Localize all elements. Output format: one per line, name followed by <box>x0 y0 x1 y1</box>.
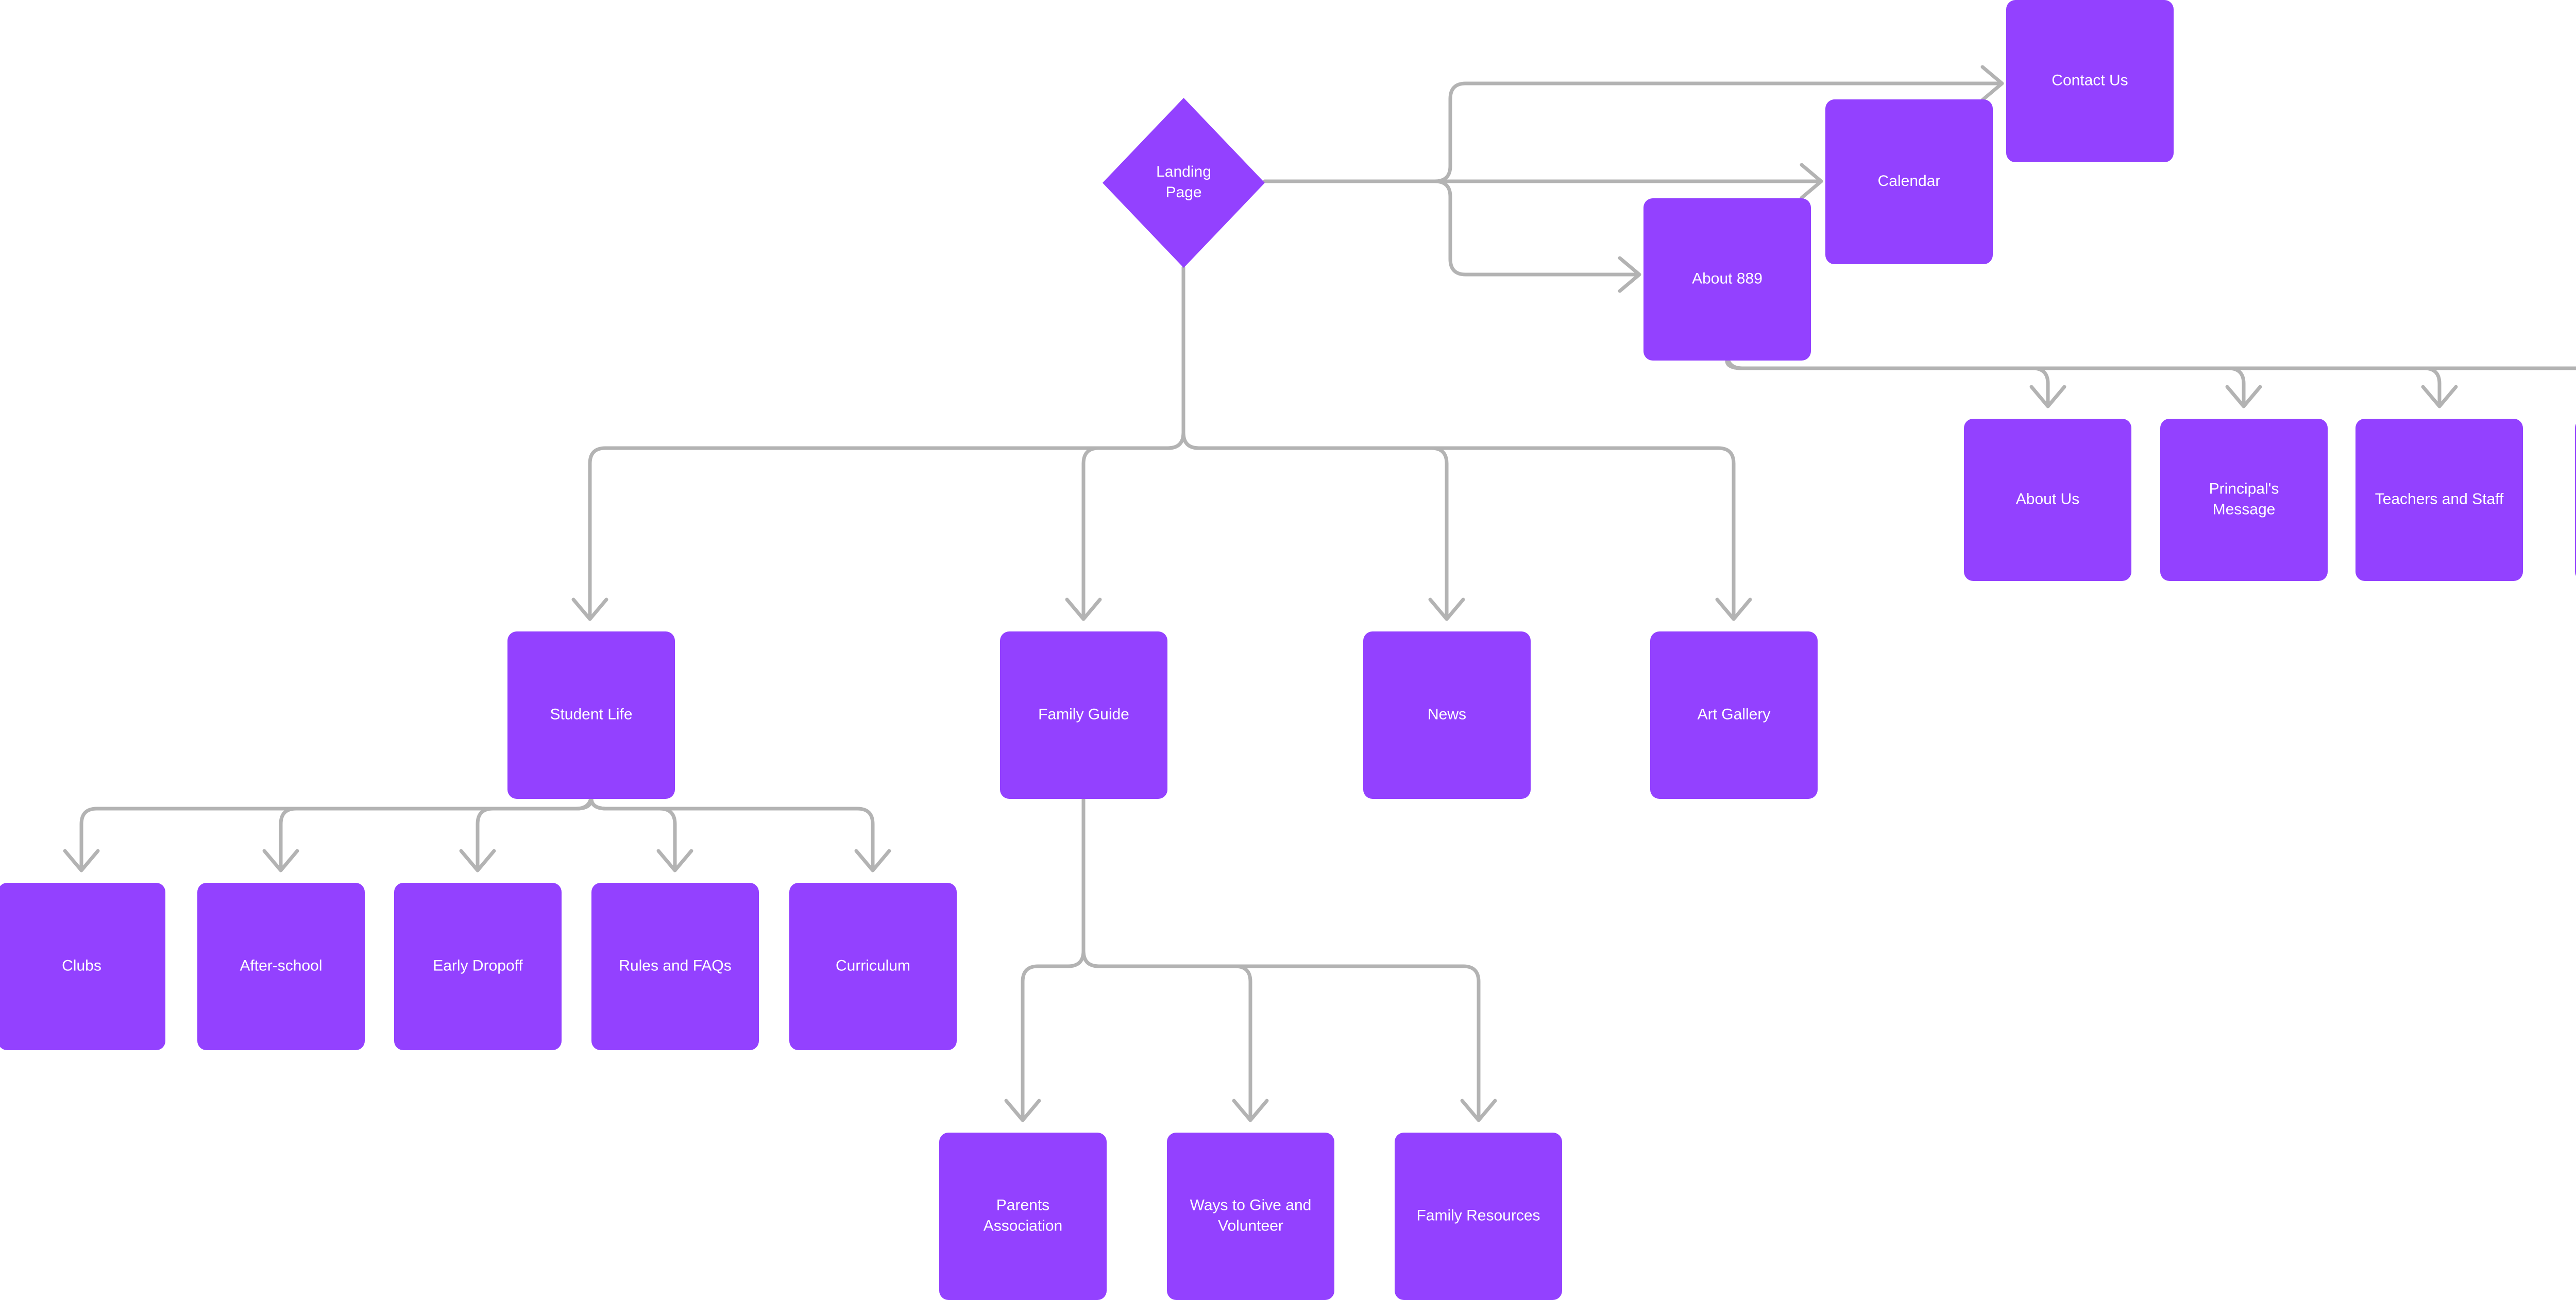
node-after-school[interactable]: After-school <box>197 883 365 1050</box>
arrowhead-icon <box>1980 65 2004 102</box>
node-contact-us[interactable]: Contact Us <box>2006 0 2174 162</box>
node-shape-rect[interactable] <box>507 631 675 799</box>
node-shape-rect[interactable] <box>394 883 562 1050</box>
node-shape-rect[interactable] <box>2006 0 2174 162</box>
connector-line <box>1181 266 1449 618</box>
connector-line <box>589 797 875 869</box>
arrowhead-icon <box>1065 597 1102 621</box>
connector-line <box>1081 797 1252 1119</box>
connector-family-guide-to-parents-association <box>1004 797 1086 1122</box>
node-about-us[interactable]: About Us <box>1964 419 2131 581</box>
connector-about-889-to-about-us <box>1725 351 2066 408</box>
node-news[interactable]: News <box>1363 631 1531 799</box>
node-shape-rect[interactable] <box>1650 631 1818 799</box>
arrowhead-icon <box>1460 1099 1497 1122</box>
node-clubs[interactable]: Clubs <box>0 883 165 1050</box>
node-calendar[interactable]: Calendar <box>1825 99 1993 264</box>
connector-line <box>476 797 594 869</box>
connector-landing-page-to-news <box>1181 266 1465 621</box>
arrowhead-icon <box>2029 385 2066 408</box>
node-teachers-and-staff[interactable]: Teachers and Staff <box>2355 419 2523 581</box>
edges-layer <box>63 65 2576 1122</box>
arrowhead-icon <box>63 849 100 873</box>
node-shape-rect[interactable] <box>1395 1133 1562 1300</box>
node-shape-rect[interactable] <box>1825 99 1993 264</box>
connector-line <box>1181 266 1736 618</box>
arrowhead-icon <box>262 849 299 873</box>
arrowhead-icon <box>1618 256 1641 293</box>
node-family-guide[interactable]: Family Guide <box>1000 631 1167 799</box>
node-shape-rect[interactable] <box>2160 419 2328 581</box>
connector-student-life-to-clubs <box>63 791 594 873</box>
node-shape-rect[interactable] <box>1964 419 2131 581</box>
arrowhead-icon <box>854 849 891 873</box>
node-curriculum[interactable]: Curriculum <box>789 883 957 1050</box>
connector-landing-page-to-family-guide <box>1065 266 1185 621</box>
connector-family-guide-to-family-resources <box>1081 797 1497 1122</box>
connector-line <box>588 266 1185 618</box>
arrowhead-icon <box>2225 385 2262 408</box>
connector-landing-page-to-art-gallery <box>1181 266 1752 621</box>
node-shape-rect[interactable] <box>0 883 165 1050</box>
connector-line <box>1081 797 1481 1119</box>
node-shape-rect[interactable] <box>1643 198 1811 361</box>
connector-line <box>1021 797 1086 1119</box>
node-family-resources[interactable]: Family Resources <box>1395 1133 1562 1300</box>
connector-line <box>1725 358 2576 370</box>
connector-landing-page-to-student-life <box>571 266 1185 621</box>
connector-family-guide-to-ways-to-give-and-volunteer <box>1081 797 1269 1122</box>
connector-line <box>1081 266 1185 618</box>
node-shape-rect[interactable] <box>591 883 759 1050</box>
arrowhead-icon <box>1232 1099 1269 1122</box>
connector-line <box>79 791 594 869</box>
arrowhead-icon <box>571 597 608 621</box>
connector-student-life-to-curriculum <box>589 797 891 873</box>
node-shape-rect[interactable] <box>789 883 957 1050</box>
node-art-gallery[interactable]: Art Gallery <box>1650 631 1818 799</box>
arrowhead-icon <box>2421 385 2458 408</box>
node-shape-rect[interactable] <box>1000 631 1167 799</box>
node-shape-rect[interactable] <box>2355 419 2523 581</box>
node-early-dropoff[interactable]: Early Dropoff <box>394 883 562 1050</box>
connector-student-life-to-early-dropoff <box>459 797 594 873</box>
node-shape-rect[interactable] <box>197 883 365 1050</box>
arrowhead-icon <box>1004 1099 1041 1122</box>
node-shape-diamond[interactable] <box>1103 98 1265 268</box>
arrowhead-icon <box>1715 597 1752 621</box>
node-shape-rect[interactable] <box>1167 1133 1334 1300</box>
node-shape-rect[interactable] <box>939 1133 1107 1300</box>
arrowhead-icon <box>1800 163 1823 200</box>
node-shape-rect[interactable] <box>1363 631 1531 799</box>
node-student-life[interactable]: Student Life <box>507 631 675 799</box>
node-about-889[interactable]: About 889 <box>1643 198 1811 361</box>
node-rules-and-faqs[interactable]: Rules and FAQs <box>591 883 759 1050</box>
arrowhead-icon <box>656 849 693 873</box>
arrowhead-icon <box>1428 597 1465 621</box>
arrowhead-icon <box>459 849 496 873</box>
connector-landing-page-to-about-889 <box>1263 179 1641 293</box>
connector-about-889-to-school-tours <box>1725 358 2576 370</box>
connector-line <box>1263 179 1638 277</box>
